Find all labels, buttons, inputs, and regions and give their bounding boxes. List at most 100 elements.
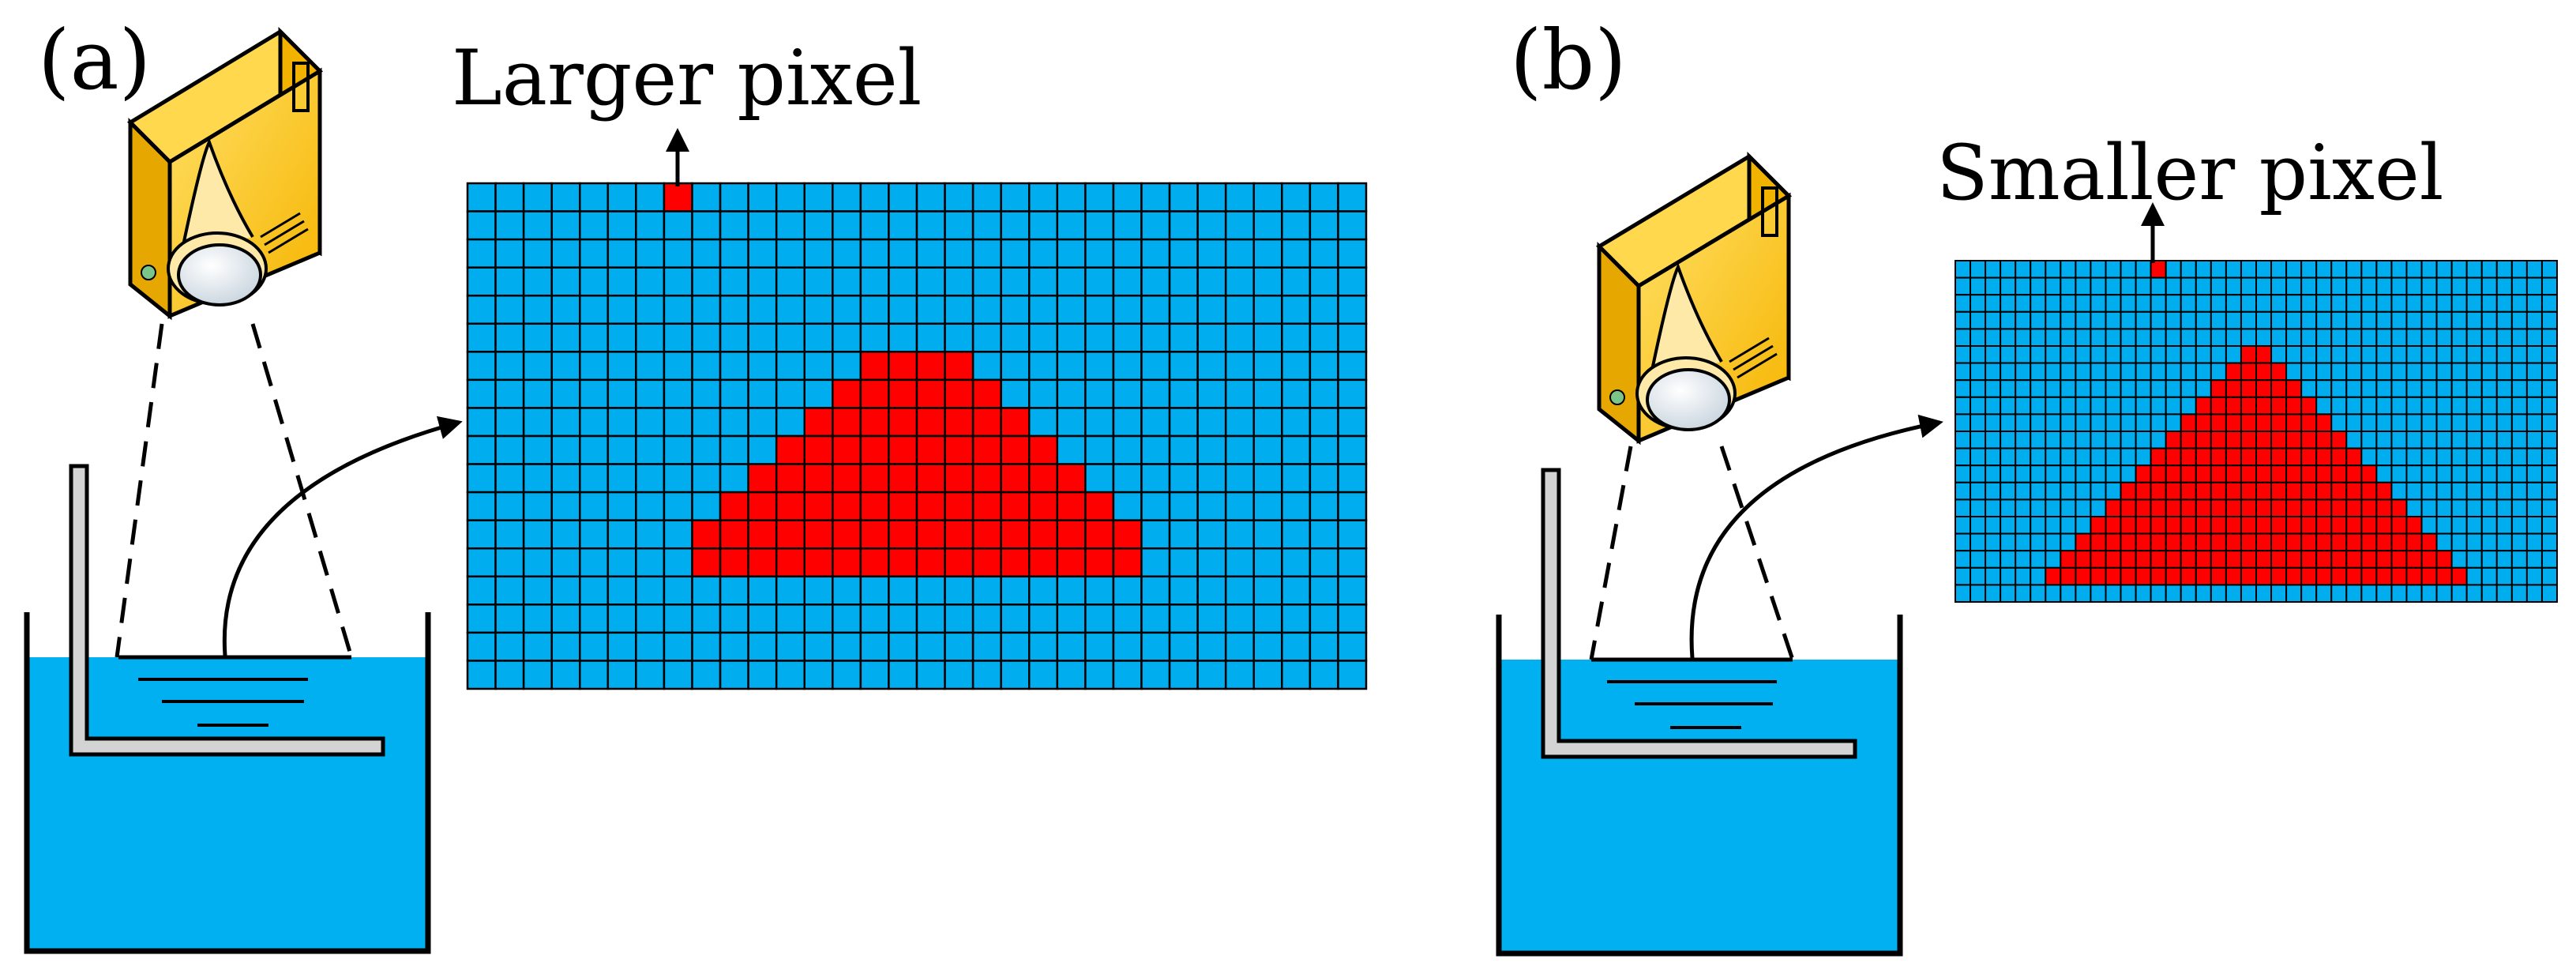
pixel-cell: [2255, 276, 2273, 296]
pixel-cell: [522, 519, 553, 550]
pixel-cell: [2495, 447, 2513, 467]
pixel-cell-red: [2165, 532, 2182, 552]
pixel-cell-red: [1000, 434, 1031, 465]
pixel-cell: [1168, 322, 1199, 353]
pixel-cell: [2270, 276, 2288, 296]
pixel-cell: [1309, 294, 1339, 325]
pixel-cell: [494, 210, 525, 241]
pixel-cell: [2030, 516, 2047, 535]
pixel-cell: [2450, 310, 2468, 330]
pixel-cell: [2045, 584, 2062, 604]
pixel-cell: [550, 434, 581, 465]
pixel-cell: [2105, 396, 2122, 416]
pixel-cell: [1955, 310, 1972, 330]
pixel-cell: [719, 294, 749, 325]
pixel-cell: [691, 378, 722, 409]
pixel-cell: [2135, 447, 2152, 467]
pixel-cell-red: [2195, 550, 2212, 569]
pixel-cell-red: [2225, 447, 2242, 467]
pixel-cell: [2285, 310, 2303, 330]
pixel-cell: [2435, 260, 2453, 279]
pixel-cell-red: [2270, 447, 2288, 467]
pixel-cell: [1252, 378, 1283, 409]
pixel-cell-red: [1000, 463, 1031, 494]
pixel-cell-red: [2330, 447, 2348, 467]
pixel-cell: [550, 407, 581, 438]
pixel-cell: [2030, 481, 2047, 501]
pixel-cell: [2090, 362, 2107, 382]
pixel-cell-red: [2345, 447, 2363, 467]
pixel-cell: [2390, 396, 2408, 416]
pixel-cell: [2105, 431, 2122, 449]
pixel-cell: [775, 210, 806, 241]
pixel-cell-red: [2270, 566, 2288, 586]
pixel-cell: [775, 604, 806, 634]
pixel-cell-red: [2240, 447, 2257, 467]
pixel-cell-red: [2165, 566, 2182, 586]
pixel-cell: [2495, 413, 2513, 433]
pixel-cell: [1028, 378, 1059, 409]
pixel-cell-red: [2195, 498, 2212, 518]
pixel-cell-red: [2240, 362, 2257, 382]
pixel-cell: [663, 294, 693, 325]
pixel-cell: [2255, 584, 2273, 604]
pixel-cell: [2030, 498, 2047, 518]
pixel-cell: [2045, 310, 2062, 330]
pixel-cell-red: [2150, 481, 2167, 501]
pixel-cell: [1140, 294, 1171, 325]
pixel-cell: [2540, 431, 2558, 449]
pixel-cell: [2345, 413, 2363, 433]
pixel-cell: [466, 266, 497, 297]
pixel-cell: [1309, 491, 1339, 521]
pixel-cell: [719, 660, 749, 690]
pixel-cell-red: [1028, 463, 1059, 494]
pixel-cell: [2540, 396, 2558, 416]
pixel-cell: [466, 182, 497, 212]
pixel-cell: [2030, 276, 2047, 296]
pixel-cell-red: [2240, 345, 2257, 364]
pixel-cell: [2090, 310, 2107, 330]
pixel-cell: [2075, 481, 2092, 501]
pixel-cell: [1252, 238, 1283, 269]
pixel-cell-red: [2135, 532, 2152, 552]
pixel-cell: [1224, 463, 1255, 494]
pixel-cell: [635, 463, 666, 494]
pixel-cell-red: [2225, 379, 2242, 398]
pixel-cell: [2060, 379, 2077, 398]
pixel-cell: [2540, 481, 2558, 501]
pixel-cell: [859, 210, 890, 241]
pixel-cell: [2480, 584, 2498, 604]
pixel-cell-red: [2315, 498, 2333, 518]
pixel-cell: [2435, 532, 2453, 552]
pixel-cell: [1985, 498, 2002, 518]
pixel-cell: [747, 434, 778, 465]
pixel-cell: [1224, 407, 1255, 438]
pixel-cell: [2255, 294, 2273, 313]
pixel-cell: [2525, 464, 2543, 483]
pixel-cell-red: [832, 378, 862, 409]
pixel-cell: [2465, 447, 2483, 467]
pixel-cell: [2180, 276, 2197, 296]
pixel-cell: [1112, 660, 1143, 690]
pixel-cell-red: [2195, 447, 2212, 467]
pixel-cell: [466, 210, 497, 241]
pixel-cell-red: [2210, 431, 2227, 449]
pixel-cell: [2480, 328, 2498, 347]
pixel-cell: [2540, 345, 2558, 364]
pixel-cell: [2315, 260, 2333, 279]
pixel-cell: [2450, 498, 2468, 518]
pixel-cell: [2000, 310, 2017, 330]
pixel-cell: [1196, 407, 1227, 438]
pixel-cell: [606, 378, 637, 409]
pixel-cell: [2390, 294, 2408, 313]
pixel-cell: [2135, 345, 2152, 364]
pixel-cell-red: [747, 547, 778, 578]
pixel-cell-red: [2060, 550, 2077, 569]
build-platform-icon: [69, 464, 385, 757]
pixel-cell-red: [2255, 498, 2273, 518]
pixel-cell-red: [2120, 566, 2137, 586]
pixel-cell: [1970, 532, 1987, 552]
pixel-cell: [2450, 276, 2468, 296]
pixel-cell: [1955, 431, 1972, 449]
pixel-cell: [2540, 516, 2558, 535]
